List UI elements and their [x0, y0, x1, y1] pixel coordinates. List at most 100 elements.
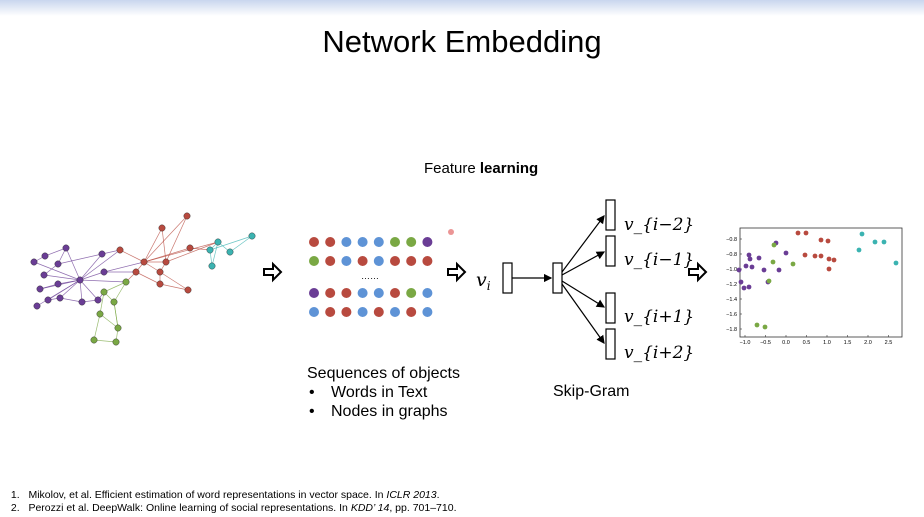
- scatter-y-tick: −1.2: [726, 282, 737, 288]
- scatter-point: [749, 264, 755, 270]
- sequence-node: [357, 237, 368, 247]
- sequence-node: [406, 288, 417, 298]
- output-label-4: v_{i+2}: [624, 343, 694, 363]
- sequence-node: [341, 307, 352, 317]
- graph-edge: [165, 241, 219, 263]
- scatter-point: [802, 252, 808, 258]
- scatter-point: [795, 230, 801, 236]
- sequence-node: [325, 256, 336, 266]
- graph-edge: [103, 281, 127, 293]
- hollow-arrow-3: [688, 261, 708, 283]
- graph-edge: [99, 313, 119, 329]
- graph-edge: [59, 279, 81, 299]
- graph-edge: [65, 247, 81, 281]
- graph-edge: [43, 274, 81, 281]
- slide-title: Network Embedding: [322, 24, 602, 59]
- hollow-arrow-2: [447, 261, 467, 283]
- graph-node: [140, 258, 148, 266]
- sequence-node: [309, 237, 319, 247]
- scatter-point: [856, 247, 862, 253]
- scatter-point: [746, 252, 752, 258]
- scatter-x-tick: 1.5: [844, 340, 852, 346]
- sequence-node: [309, 256, 319, 266]
- scatter-y-tick: −0.8: [726, 252, 737, 258]
- graph-node: [206, 246, 214, 254]
- graph-node: [226, 248, 234, 256]
- sequence-node: [373, 307, 384, 317]
- graph-edge: [165, 215, 188, 263]
- graph-node: [56, 294, 64, 302]
- graph-edge: [143, 227, 163, 263]
- sequence-node: [422, 256, 433, 266]
- bullet-nodes-text: Nodes in graphs: [331, 403, 448, 420]
- scatter-y-tick: −1.8: [726, 327, 737, 333]
- sequence-node: [325, 307, 336, 317]
- scatter-y-tick: −0.8: [726, 237, 737, 243]
- scatter-point: [818, 253, 824, 259]
- sequence-node: [406, 256, 417, 266]
- scatter-point: [790, 261, 796, 267]
- graph-edge: [143, 215, 188, 263]
- sequence-node: [309, 307, 319, 317]
- sequence-node: [357, 307, 368, 317]
- feature-prefix: Feature: [424, 160, 480, 177]
- input-node-label: vi: [476, 269, 491, 293]
- graph-node: [114, 324, 122, 332]
- graph-edge: [113, 281, 127, 303]
- graph-node: [116, 246, 124, 254]
- graph-node: [112, 338, 120, 346]
- graph-node: [98, 250, 106, 258]
- output-label-2: v_{i−1}: [624, 250, 694, 270]
- graph-node: [122, 278, 130, 286]
- scatter-frame: [739, 227, 903, 338]
- scatter-point: [741, 285, 747, 291]
- graph-edge: [44, 247, 67, 257]
- scatter-point: [831, 257, 837, 263]
- sequence-node: [390, 237, 400, 247]
- scatter-point: [747, 256, 753, 262]
- graph-node: [132, 268, 140, 276]
- output-vector-2: [605, 235, 616, 267]
- output-label-1: v_{i−2}: [624, 215, 694, 235]
- scatter-point: [783, 250, 789, 256]
- references: 1. Mikolov, et al. Efficient estimation …: [8, 489, 457, 515]
- scatter-y-tick: −1.6: [726, 312, 737, 318]
- sequence-node: [422, 307, 433, 317]
- graph-node: [214, 238, 222, 246]
- graph-edge: [229, 235, 253, 253]
- scatter-point: [746, 284, 752, 290]
- sequence-ellipsis: ……: [361, 271, 379, 281]
- scatter-x-tick: 0.0: [782, 340, 790, 346]
- graph-edge: [33, 261, 81, 281]
- graph-node: [54, 260, 62, 268]
- sequence-rows: [309, 237, 433, 317]
- graph-edge: [113, 301, 119, 329]
- pointer-dot: [448, 229, 454, 235]
- network-graph: [30, 212, 256, 346]
- graph-edge: [79, 271, 105, 281]
- output-vector-3: [605, 292, 616, 324]
- graph-node: [40, 271, 48, 279]
- scatter-point: [762, 324, 768, 330]
- graph-node: [184, 286, 192, 294]
- output-vector-1: [605, 199, 616, 231]
- scatter-x-tick: −0.5: [760, 340, 771, 346]
- graph-node: [30, 258, 38, 266]
- sequences-heading: Sequences of objects: [307, 365, 460, 382]
- scatter-point: [738, 279, 744, 285]
- graph-node: [110, 298, 118, 306]
- graph-edge: [159, 271, 189, 291]
- graph-node: [36, 285, 44, 293]
- graph-edge: [79, 279, 127, 283]
- scatter-x-tick: 2.0: [864, 340, 872, 346]
- graph-node: [100, 268, 108, 276]
- sequence-node: [341, 288, 352, 298]
- graph-node: [156, 268, 164, 276]
- feature-bold: learning: [479, 160, 539, 177]
- graph-edge: [135, 271, 161, 285]
- sequence-node: [309, 288, 319, 298]
- graph-node: [183, 212, 191, 220]
- graph-edge: [59, 297, 83, 303]
